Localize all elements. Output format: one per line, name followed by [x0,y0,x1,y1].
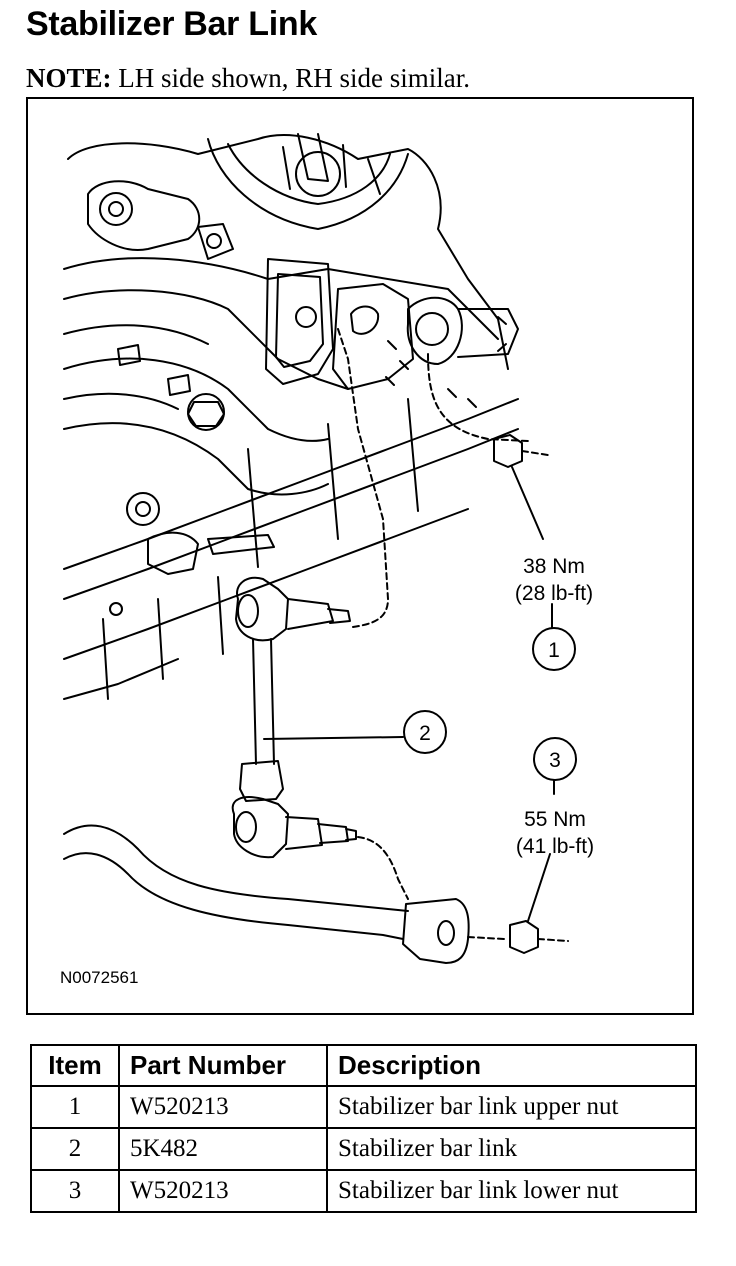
upper-nut [493,434,523,468]
cell-part-number: W520213 [118,1169,328,1213]
callout-2-number: 2 [419,722,431,745]
callout-1-number: 1 [548,639,560,662]
note-label: NOTE: [26,63,112,93]
cell-part-number: 5K482 [118,1127,328,1171]
cell-description: Stabilizer bar link [326,1127,697,1171]
note-text: LH side shown, RH side similar. [111,63,471,93]
page-title: Stabilizer Bar Link [26,5,317,43]
stabilizer-bar [63,824,409,912]
illustration-frame: 1 2 3 38 Nm (28 lb-ft) 55 Nm (41 lb-ft) … [26,97,694,1015]
torque-1-nm: 38 Nm [523,555,585,578]
header-description: Description [326,1044,697,1087]
cell-description: Stabilizer bar link upper nut [326,1085,697,1129]
table-row: 1 W520213 Stabilizer bar link upper nut [30,1085,697,1129]
header-item: Item [30,1044,120,1087]
torque-1-lbft: (28 lb-ft) [515,582,593,605]
cell-item: 2 [30,1127,120,1171]
table-header-row: Item Part Number Description [30,1044,697,1087]
cell-item: 1 [30,1085,120,1129]
callout-2-circle [403,710,447,754]
hub-outline [207,138,409,230]
lower-nut [509,920,539,954]
callout-3-circle [533,737,577,781]
bracket [265,258,334,385]
control-arm-top [63,257,499,340]
link-lower-joint [239,760,284,802]
link-upper-bushing [235,576,289,642]
link-rod [252,638,275,765]
figure-id: N0072561 [60,968,138,987]
table-row: 3 W520213 Stabilizer bar link lower nut [30,1169,697,1213]
parts-table: Item Part Number Description 1 W520213 S… [30,1044,697,1213]
callout-3-number: 3 [549,749,561,772]
bar-end [402,898,470,964]
cell-part-number: W520213 [118,1085,328,1129]
note: NOTE: LH side shown, RH side similar. [26,62,470,94]
torque-3-lbft: (41 lb-ft) [516,835,594,858]
torque-3-nm: 55 Nm [524,808,586,831]
header-part-number: Part Number [118,1044,328,1087]
table-row: 2 5K482 Stabilizer bar link [30,1127,697,1171]
knuckle-outline [67,134,509,370]
callout-1-circle [532,627,576,671]
cell-item: 3 [30,1169,120,1213]
suspension-illustration: 1 2 3 38 Nm (28 lb-ft) 55 Nm (41 lb-ft) … [60,133,594,987]
cell-description: Stabilizer bar link lower nut [326,1169,697,1213]
